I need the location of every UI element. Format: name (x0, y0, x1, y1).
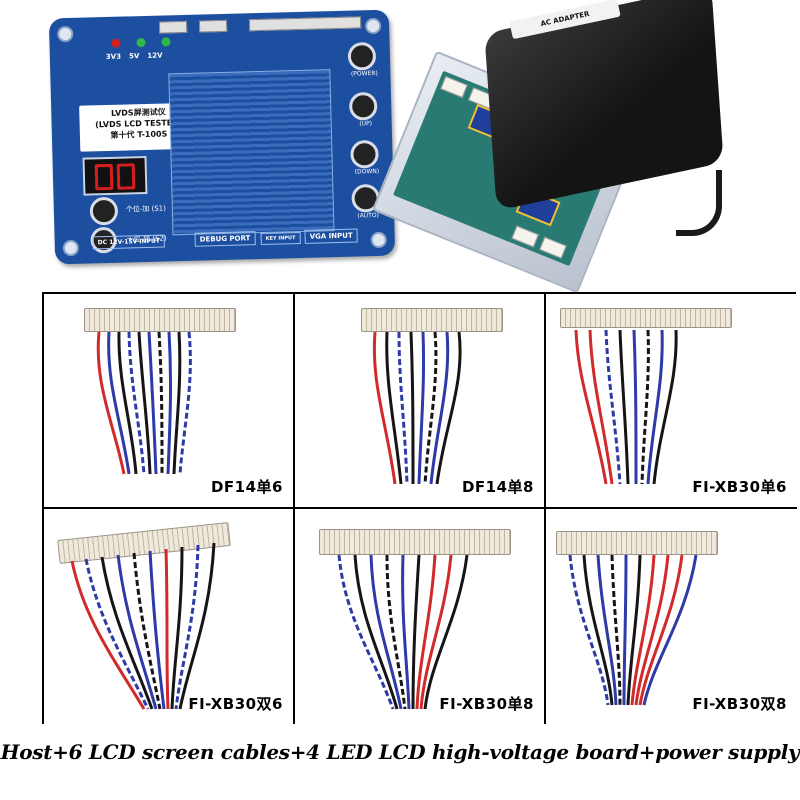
cable-label: FI-XB30单8 (437, 693, 536, 714)
lamp-connector (539, 236, 567, 259)
power-label: (POWER) (350, 69, 378, 78)
cable-grid: DF14单6 DF14单8 (42, 292, 797, 724)
cable-label: FI-XB30单6 (690, 476, 789, 497)
cable-connector (556, 531, 718, 555)
led-12v (161, 37, 171, 47)
cable-wires (372, 331, 462, 485)
mount-hole (370, 231, 387, 249)
s1-button (89, 196, 119, 226)
lamp-connector (511, 225, 539, 248)
cable-connector (361, 308, 503, 332)
lvds-tester-board: 3V3 5V 12V LVDS屏测试仪 (LVDS LCD TESTER) 第十… (48, 9, 396, 265)
debug-port-label: DEBUG PORT (194, 231, 256, 247)
cable-wires (568, 554, 698, 706)
vga-input-label: VGA INPUT (304, 228, 358, 244)
mount-hole (57, 25, 74, 43)
lamp-connector (440, 75, 468, 98)
header-pins (198, 19, 228, 33)
header-pins (248, 16, 362, 32)
segment-digit (116, 163, 136, 190)
cable-cell: DF14单6 (44, 294, 295, 509)
cable-label: DF14单8 (459, 476, 536, 497)
led-label: 3V3 (105, 52, 122, 62)
cable-wires (96, 331, 192, 475)
cable-cell: FI-XB30单8 (295, 509, 546, 724)
product-photo-top: 3V3 5V 12V LVDS屏测试仪 (LVDS LCD TESTER) 第十… (0, 0, 800, 294)
led-label: 5V (128, 52, 140, 61)
cable-wires (337, 554, 469, 710)
header-pins (158, 20, 188, 34)
key-input-label: KEY INPUT (260, 231, 301, 246)
mount-hole (364, 17, 382, 35)
cable-cell: FI-XB30双8 (546, 509, 797, 724)
s1-label: 个位-加 (S1) (125, 204, 167, 214)
cable-connector (84, 308, 236, 332)
led-labels: 3V3 5V 12V (106, 52, 163, 61)
segment-digit (94, 163, 114, 191)
cable-cell: DF14单8 (295, 294, 546, 509)
power-button (347, 41, 377, 71)
cable-cell: FI-XB30双6 (44, 509, 295, 724)
power-leds (111, 37, 171, 48)
down-button (350, 139, 379, 169)
cable-wires (574, 329, 678, 485)
cable-cell: FI-XB30单6 (546, 294, 797, 509)
product-caption: Host+6 LCD screen cables+4 LED LCD high-… (0, 740, 800, 764)
cable-label: FI-XB30双6 (186, 693, 285, 714)
cable-wires (70, 542, 216, 710)
cable-label: FI-XB30双8 (690, 693, 789, 714)
cable-connector (319, 529, 511, 555)
resolution-table-print (168, 69, 335, 236)
dc-input-port-label: DC 12V-15V INPUT (92, 234, 166, 250)
mount-hole (62, 239, 80, 257)
down-label: (DOWN) (354, 167, 380, 176)
up-label: (UP) (359, 120, 373, 128)
led-5v (136, 37, 146, 48)
adapter-cord (676, 170, 722, 236)
led-3v3 (111, 38, 121, 48)
seven-segment-display (82, 155, 148, 196)
up-button (348, 91, 378, 121)
power-supply-adapter: AC ADAPTER (484, 0, 724, 236)
led-label: 12V (147, 51, 163, 60)
cable-connector (560, 308, 732, 328)
cable-label: DF14单6 (208, 476, 285, 497)
